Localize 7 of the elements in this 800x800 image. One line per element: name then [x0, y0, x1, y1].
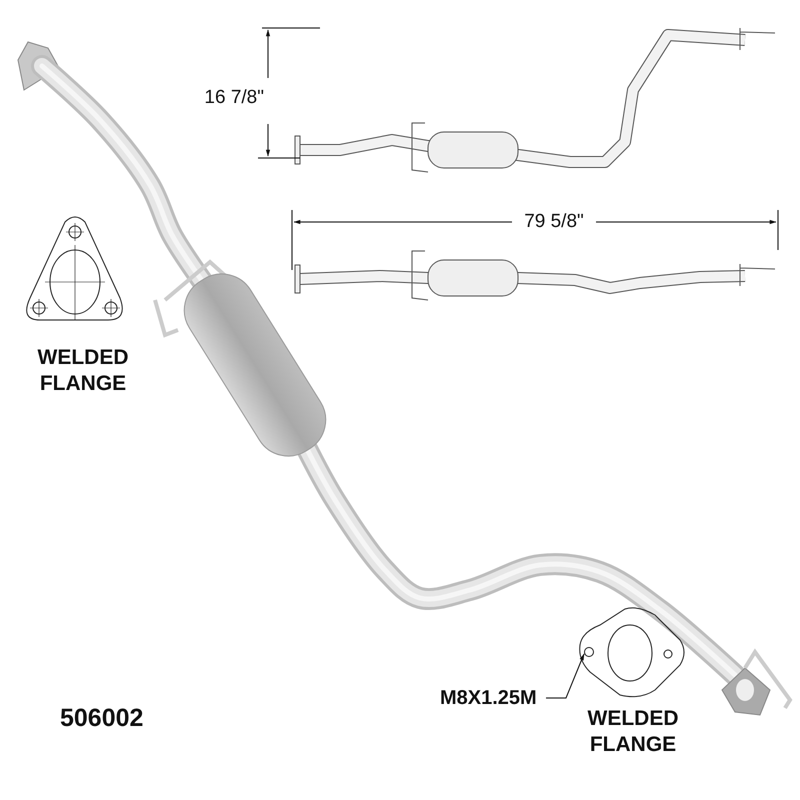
part-label: WELDED FLANGE [586, 706, 680, 758]
dimension-label: 16 7/8" [203, 86, 264, 110]
leader-line [546, 653, 584, 698]
thread-spec-label: M8X1.25M [440, 686, 544, 710]
part-number: 506002 [60, 703, 144, 734]
bolt-hole [584, 647, 594, 657]
part-label: WELDED FLANGE [36, 345, 130, 398]
